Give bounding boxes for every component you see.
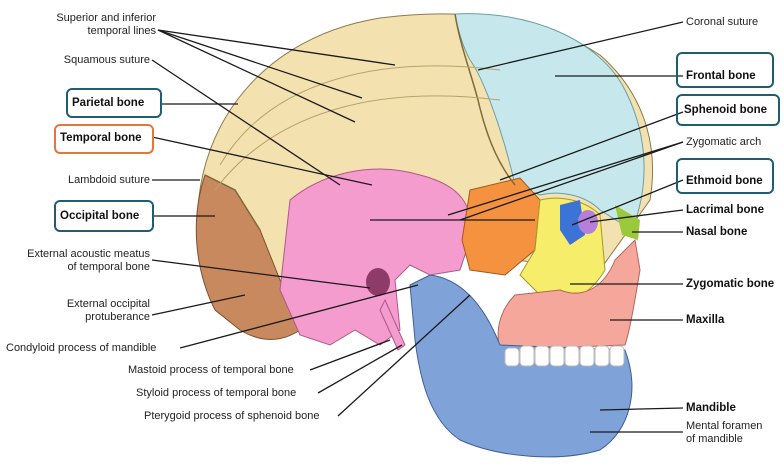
temporal-lines (214, 65, 501, 191)
ethmoid-bone-region (560, 200, 585, 245)
label-maxilla: Maxilla (686, 314, 725, 326)
label-lambdoid-suture: Lambdoid suture (68, 174, 150, 186)
label-occipital-bone: Occipital bone (60, 210, 140, 222)
label-external-occipital-protuberance: External occipital protuberance (66, 298, 150, 323)
label-temporal-lines: Superior and inferior temporal lines (56, 12, 156, 37)
parietal-bone-highlight (66, 88, 162, 118)
frontal-bone-highlight (676, 52, 774, 88)
label-zygomatic-bone: Zygomatic bone (686, 278, 775, 290)
temporal-bone-region (279, 168, 472, 346)
label-mastoid-process: Mastoid process of temporal bone (128, 364, 294, 376)
label-styloid-process: Styloid process of temporal bone (136, 387, 297, 399)
lambdoid-suture-line (204, 174, 261, 231)
external-acoustic-meatus-shape (366, 268, 390, 296)
label-parietal-bone: Parietal bone (72, 97, 145, 109)
mandible-region (409, 274, 633, 458)
label-ethmoid-bone: Ethmoid bone (686, 175, 763, 187)
label-squamous-suture: Squamous suture (63, 54, 150, 66)
label-condyloid-process: Condyloid process of mandible (6, 342, 157, 354)
temporal-bone-highlight (54, 124, 154, 154)
ethmoid-bone-highlight (676, 158, 774, 194)
sphenoid-bone-highlight (676, 94, 780, 126)
leader-lines (151, 21, 684, 433)
label-sphenoid-bone: Sphenoid bone (684, 104, 768, 116)
styloid-process-shape (379, 298, 406, 351)
occipital-bone-highlight (54, 200, 154, 232)
frontal-bone-region (454, 13, 645, 231)
label-mental-foramen: Mental foramen of mandible (686, 420, 763, 445)
label-coronal-suture: Coronal suture (686, 16, 759, 28)
label-mandible: Mandible (686, 402, 736, 414)
label-pterygoid-process: Pterygoid process of sphenoid bone (144, 410, 320, 422)
label-external-acoustic-meatus: External acoustic meatus of temporal bon… (27, 248, 150, 273)
nasal-bone-region (615, 205, 640, 240)
label-temporal-bone: Temporal bone (60, 132, 142, 144)
label-nasal-bone: Nasal bone (686, 226, 748, 238)
label-frontal-bone: Frontal bone (686, 70, 756, 82)
label-zygomatic-arch: Zygomatic arch (686, 136, 762, 148)
sphenoid-bone-region (461, 177, 541, 276)
teeth-row (504, 345, 625, 367)
maxilla-region (497, 238, 641, 351)
coronal-suture-line (454, 13, 516, 186)
label-lacrimal-bone: Lacrimal bone (686, 204, 764, 216)
